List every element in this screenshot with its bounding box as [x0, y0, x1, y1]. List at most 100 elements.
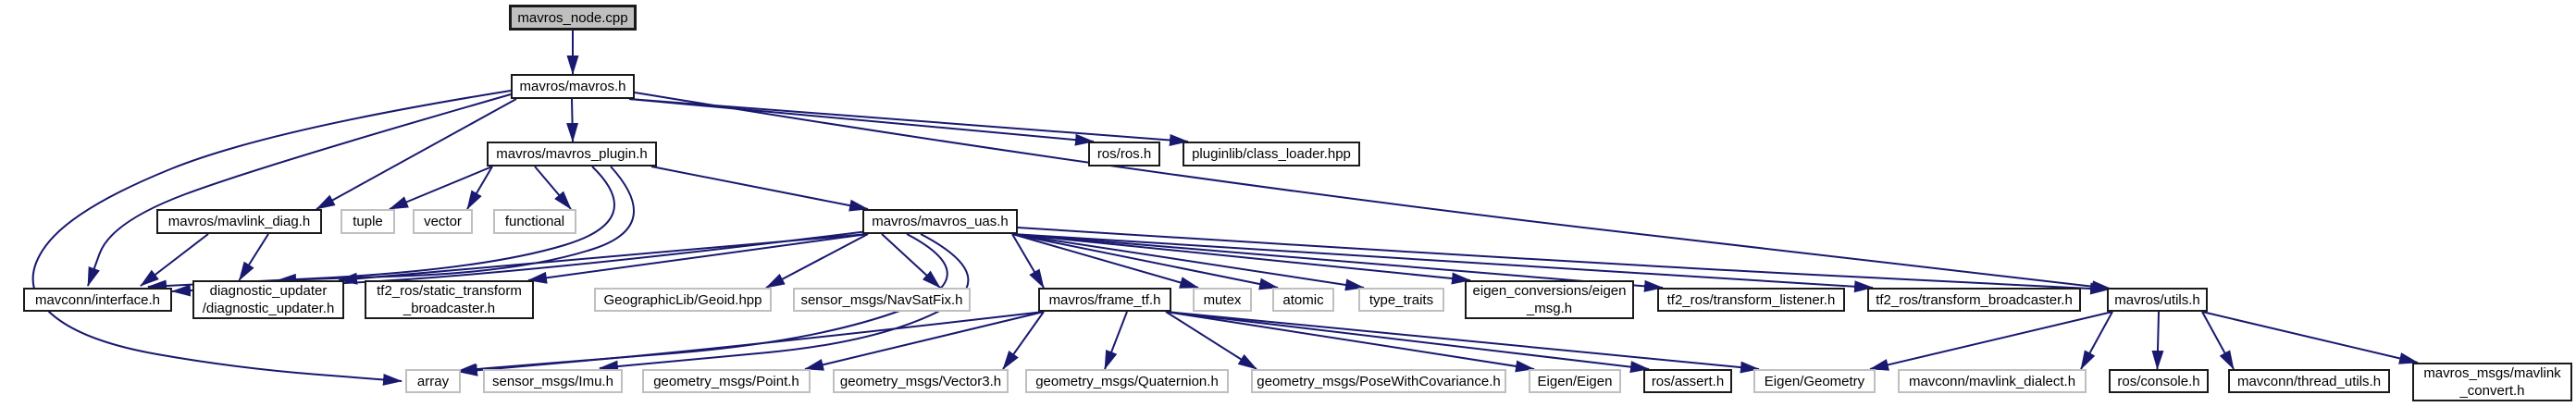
node-label: mavros/mavros.h [519, 79, 626, 94]
node-geometry_msgs_quaternion_h: geometry_msgs/Quaternion.h [1025, 369, 1229, 393]
node-geometry_msgs_point_h: geometry_msgs/Point.h [642, 369, 811, 393]
node-mavros_plugin_h[interactable]: mavros/mavros_plugin.h [487, 142, 657, 166]
include-edge-mavros_plugin_h-to-mavconn_interface_h [147, 166, 615, 292]
node-label: mavros/mavlink_diag.h [167, 214, 311, 229]
node-label: _msg.h [1526, 301, 1573, 316]
include-edge-mavros_plugin_h-to-tuple [389, 166, 493, 210]
node-label: mavros/mavros_plugin.h [496, 146, 648, 162]
include-edge-mavros_uas_h-to-tf2_transform_broadcaster_h [1011, 233, 1874, 293]
include-edge-mavros_uas_h-to-frame_tf_h [1011, 233, 1045, 289]
include-edge-frame_tf_h-to-geometry_msgs_point_h [804, 311, 1045, 371]
node-mavconn_mavlink_dialect_h: mavconn/mavlink_dialect.h [1898, 369, 2087, 393]
node-label: tuple [353, 214, 383, 229]
include-edge-frame_tf_h-to-array [458, 311, 1045, 376]
include-edge-mavros_uas_h-to-eigen_conversions_eigen_msg_h [1011, 233, 1471, 285]
node-label: geometry_msgs/Quaternion.h [1035, 373, 1219, 389]
node-ros_assert_h[interactable]: ros/assert.h [1643, 369, 1732, 393]
node-tf2_static_broadcaster_h[interactable]: tf2_ros/static_transform _broadcaster.h [365, 280, 534, 319]
node-mavros_msgs_mavlink_convert_h[interactable]: mavros_msgs/mavlink_convert.h [2412, 363, 2572, 401]
node-tf2_transform_listener_h[interactable]: tf2_ros/transform_listener.h [1657, 288, 1845, 312]
node-type_traits: type_traits [1358, 288, 1444, 312]
node-ros_console_h[interactable]: ros/console.h [2109, 369, 2209, 393]
node-label: ros/assert.h [1651, 373, 1725, 389]
node-sensor_msgs_imu_h: sensor_msgs/Imu.h [483, 369, 623, 393]
node-label: Eigen/Eigen [1537, 373, 1613, 389]
include-edge-frame_tf_h-to-geometry_msgs_quaternion_h [1104, 311, 1128, 370]
include-edge-mavros_plugin_h-to-functional [534, 166, 572, 210]
node-geometry_msgs_posewithcovariance_h: geometry_msgs/PoseWithCovariance.h [1251, 369, 1506, 393]
node-label: eigen_conversions/eigen [1472, 283, 1627, 299]
node-vector: vector [413, 209, 473, 234]
node-mavlink_diag_h[interactable]: mavros/mavlink_diag.h [156, 209, 322, 234]
include-edge-frame_tf_h-to-eigen_geometry [1165, 311, 1760, 374]
include-edge-frame_tf_h-to-geometry_msgs_posewithcovariance_h [1165, 311, 1257, 370]
node-label: mavconn/interface.h [34, 291, 161, 308]
node-mavros_h[interactable]: mavros/mavros.h [511, 74, 635, 99]
node-label: atomic [1282, 291, 1324, 308]
node-geographiclib_geoid_hpp: GeographicLib/Geoid.hpp [594, 288, 772, 312]
include-edge-mavros_uas_h-to-sensor_msgs_navsatfix_h [881, 233, 941, 289]
node-diagnostic_updater_h[interactable]: diagnostic_updater/diagnostic_updater.h [192, 280, 344, 319]
node-atomic: atomic [1272, 288, 1334, 312]
node-label: tf2_ros/static_transform [377, 283, 522, 299]
node-eigen_conversions_eigen_msg_h[interactable]: eigen_conversions/eigen _msg.h [1465, 280, 1634, 319]
include-edge-frame_tf_h-to-eigen_eigen [1165, 311, 1535, 373]
node-label: mutex [1203, 291, 1242, 308]
include-edge-mavros_uas_h-to-geographiclib_geoid_hpp [765, 233, 869, 289]
include-edge-mavros_uas_h-to-atomic [1011, 233, 1279, 290]
node-label: sensor_msgs/NavSatFix.h [800, 291, 963, 308]
node-label: type_traits [1368, 291, 1434, 308]
node-label: ros/console.h [2117, 373, 2200, 389]
include-edge-mavros_h-to-mavros_plugin_h [566, 98, 579, 142]
node-mavros_node_cpp: mavros_node.cpp [509, 5, 637, 31]
node-label: geometry_msgs/Vector3.h [839, 373, 1002, 389]
node-tf2_transform_broadcaster_h[interactable]: tf2_ros/transform_broadcaster.h [1867, 288, 2081, 312]
node-label: mavconn/mavlink_dialect.h [1908, 373, 2076, 389]
node-label: mavros_msgs/mavlink [2423, 365, 2561, 381]
node-label: functional [504, 214, 565, 229]
node-tuple: tuple [341, 209, 395, 234]
include-edge-mavros_uas_h-to-tf2_static_broadcaster_h [527, 233, 869, 284]
include-edge-mavros_utils_h-to-eigen_geometry [1869, 311, 2113, 371]
node-array: array [405, 369, 461, 393]
node-frame_tf_h[interactable]: mavros/frame_tf.h [1038, 288, 1171, 312]
node-label: pluginlib/class_loader.hpp [1192, 146, 1351, 162]
node-label: vector [424, 214, 462, 229]
node-mavconn_interface_h[interactable]: mavconn/interface.h [23, 288, 172, 312]
node-ros_ros_h[interactable]: ros/ros.h [1088, 142, 1160, 166]
include-edge-mavros_utils_h-to-mavros_msgs_mavlink_convert_h [2201, 311, 2419, 364]
node-mutex: mutex [1193, 288, 1252, 312]
include-edge-mavros_h-to-mavconn_interface_h [87, 93, 512, 287]
include-edge-mavros_h-to-mavros_utils_h [634, 92, 2112, 293]
include-edge-frame_tf_h-to-geometry_msgs_vector3_h [1002, 311, 1045, 370]
include-edge-mavros_utils_h-to-mavconn_thread_utils_h [2201, 311, 2235, 370]
include-edge-mavros_h-to-array [31, 90, 512, 386]
node-pluginlib_class_loader_hpp[interactable]: pluginlib/class_loader.hpp [1183, 142, 1360, 166]
node-label: tf2_ros/transform_listener.h [1666, 291, 1836, 308]
include-edge-mavros_uas_h-to-diagnostic_updater_h [338, 233, 869, 285]
node-label: _broadcaster.h [402, 301, 496, 316]
node-functional: functional [493, 209, 576, 234]
include-edge-mavros_uas_h-to-tf2_transform_listener_h [1011, 233, 1664, 292]
node-label: array [416, 373, 450, 389]
node-mavros_uas_h[interactable]: mavros/mavros_uas.h [862, 209, 1018, 234]
node-label: /diagnostic_updater.h [202, 301, 335, 316]
node-eigen_geometry: Eigen/Geometry [1753, 369, 1876, 393]
node-label: geometry_msgs/PoseWithCovariance.h [1257, 373, 1501, 389]
include-edge-mavros_uas_h-to-type_traits [1011, 233, 1365, 291]
include-edge-mavros_uas_h-to-mutex [1011, 233, 1199, 289]
include-edge-mavros_h-to-ros_ros_h [628, 98, 1095, 146]
node-mavros_utils_h[interactable]: mavros/utils.h [2107, 288, 2208, 312]
node-label: tf2_ros/transform_broadcaster.h [1876, 291, 2073, 308]
include-edge-mavlink_diag_h-to-diagnostic_updater_h [238, 233, 269, 281]
include-edge-mavros_utils_h-to-mavconn_mavlink_dialect_h [2080, 311, 2113, 370]
include-edge-mavros_plugin_h-to-vector [466, 166, 493, 210]
node-label: mavros/utils.h [2114, 291, 2200, 308]
include-edge-frame_tf_h-to-ros_assert_h [1165, 311, 1650, 374]
node-mavconn_thread_utils_h[interactable]: mavconn/thread_utils.h [2228, 369, 2390, 393]
include-edge-mavlink_diag_h-to-mavconn_interface_h [140, 233, 209, 287]
include-edge-mavros_plugin_h-to-mavros_uas_h [650, 166, 869, 212]
node-label: Eigen/Geometry [1764, 373, 1865, 389]
